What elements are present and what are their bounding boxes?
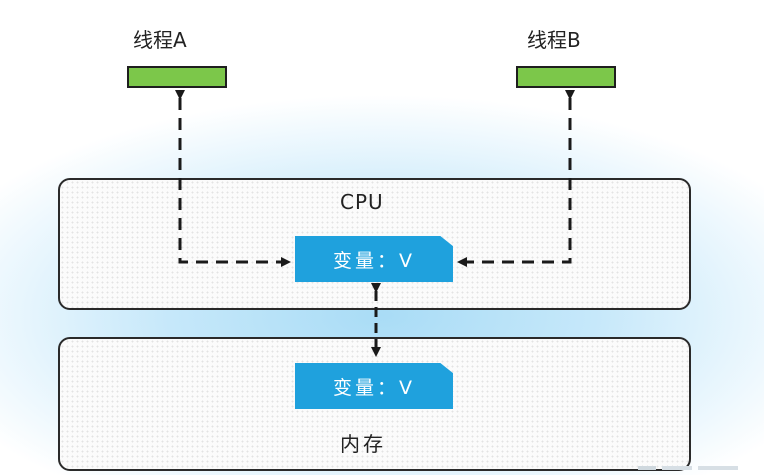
watermark-icon [638,466,738,470]
thread-a-connector [175,90,291,267]
memory-variable-box: 变量：V [295,363,453,409]
thread-b-connector [457,90,575,267]
cpu-variable-box: 变量：V [295,236,453,282]
thread-b-block [516,66,616,88]
thread-b-label: 线程B [527,28,581,52]
thread-a-label: 线程A [133,28,187,52]
cpu-label: CPU [340,190,384,214]
memory-label: 内存 [340,432,386,456]
thread-a-block [127,66,227,88]
